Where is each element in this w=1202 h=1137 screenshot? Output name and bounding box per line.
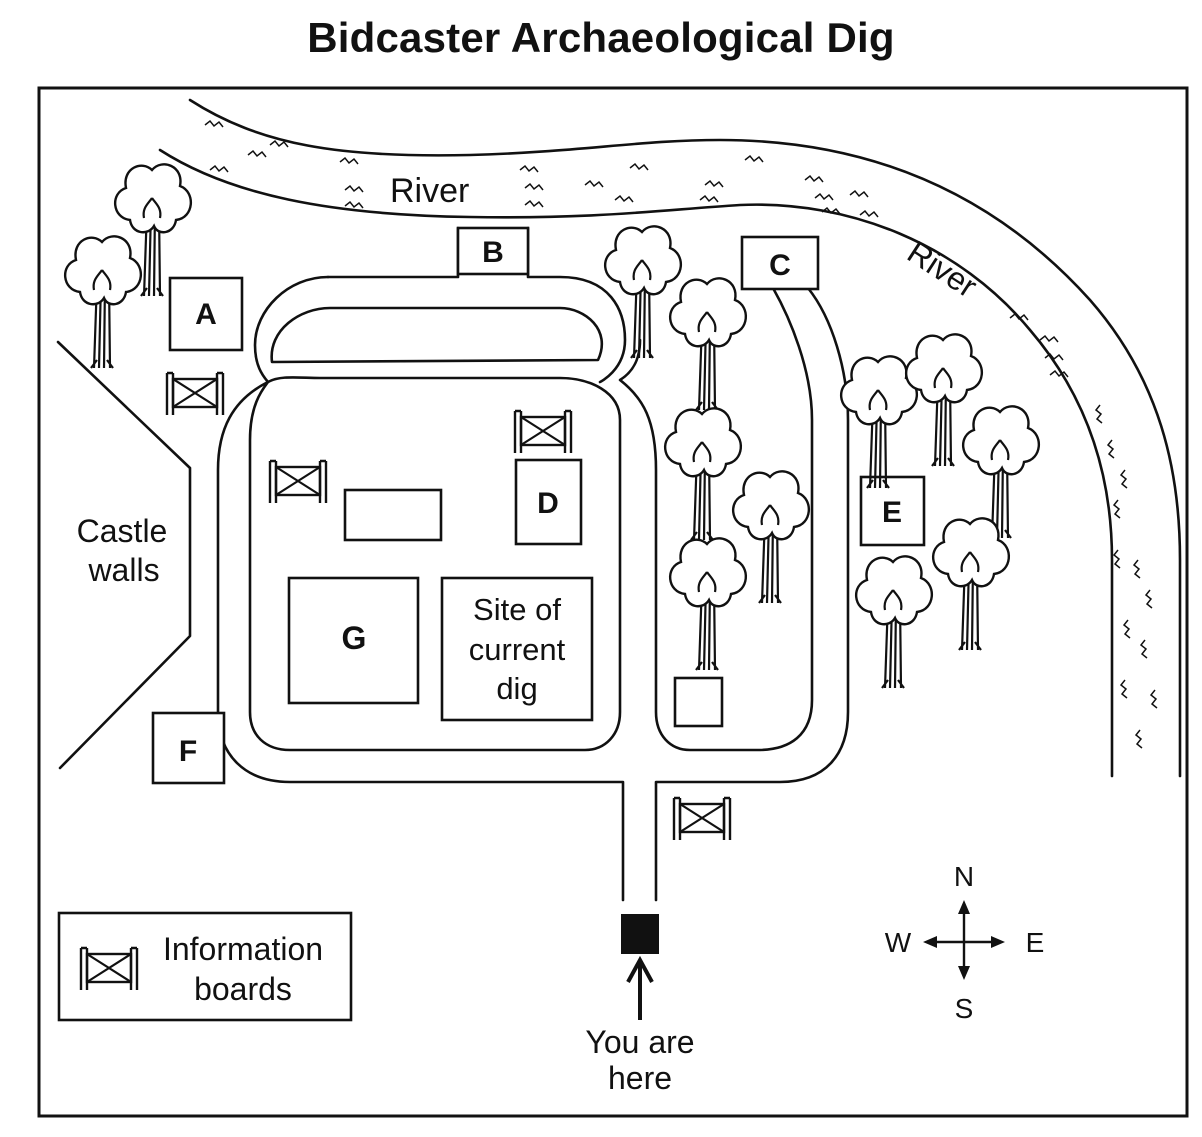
you-are-here-marker [621,914,659,954]
river [158,98,1182,778]
information-board-icon [268,459,328,505]
current-dig-site [440,576,594,722]
river-waves [204,119,1158,749]
information-board-icon [165,371,225,417]
location-c-box [740,235,820,291]
compass-rose [923,900,1005,980]
location-d-label: D [537,487,559,520]
location-g-label: G [342,620,367,656]
location-c-label: C [769,249,791,282]
location-b-label: B [482,236,504,269]
footpaths [216,226,850,902]
location-e-box [859,475,926,547]
compass-north-label: N [954,861,974,892]
location-b-box [456,226,530,276]
location-e-label: E [882,496,902,529]
legend-label-2: boards [194,971,292,1007]
compass-south-label: S [955,993,974,1024]
location-a-box [168,276,244,352]
location-a-label: A [195,298,217,331]
castle-walls-label-1: Castle [77,513,168,549]
current-dig-label-2: current [469,632,566,667]
map-title: Bidcaster Archaeological Dig [307,14,895,61]
up-arrow-icon [626,955,654,1020]
building-unlabelled-1 [343,488,443,542]
river-label-east: River [901,234,984,305]
location-f-box [151,711,226,785]
location-f-label: F [179,735,197,768]
castle-walls [56,340,192,770]
legend-label-1: Information [163,931,323,967]
river-label-north: River [390,172,469,210]
map-frame [37,86,1189,1118]
building-unlabelled-2 [673,676,724,728]
information-board-icon [513,409,573,455]
current-dig-label-1: Site of [473,592,561,627]
current-dig-label-3: dig [496,671,537,706]
you-are-here-label-2: here [608,1060,672,1096]
you-are-here-label-1: You are [585,1024,694,1060]
castle-walls-label-2: walls [87,552,159,588]
location-g-box [287,576,420,705]
compass-west-label: W [885,927,912,958]
location-d-box [514,458,583,546]
information-board-icon [672,796,732,842]
compass-east-label: E [1026,927,1045,958]
